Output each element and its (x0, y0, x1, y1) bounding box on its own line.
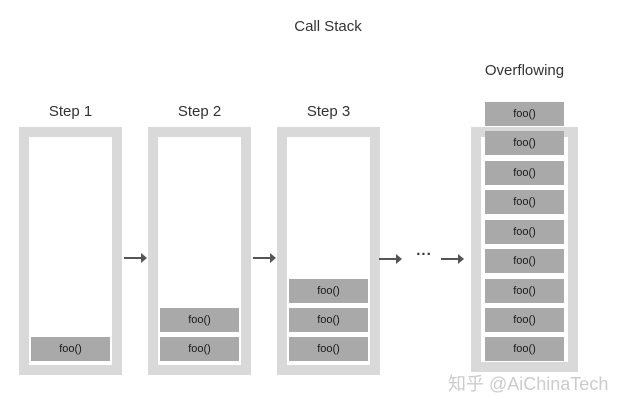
stack-frame-block: foo() (31, 337, 110, 361)
step2-label: Step 2 (177, 103, 222, 120)
arrow-head (270, 253, 276, 263)
step1-label: Step 1 (48, 103, 93, 120)
stack-frame-block: foo() (485, 161, 564, 185)
arrow-head (458, 254, 464, 264)
stack-frame-block: foo() (160, 308, 239, 332)
arrow-shaft (124, 257, 142, 259)
arrow-shaft (441, 258, 459, 260)
zhihu-watermark: 知乎 @AiChinaTech (448, 374, 609, 394)
ellipsis-continuation: ... (416, 242, 432, 259)
overflowing-stack-container: foo() foo() foo() foo() foo() foo() foo(… (471, 92, 578, 375)
arrow-right-icon (124, 253, 147, 263)
stack-frame-block: foo() (160, 337, 239, 361)
stack-frame-block: foo() (485, 249, 564, 273)
stack-frame-block: foo() (485, 131, 564, 155)
arrow-right-icon (441, 254, 464, 264)
stack-frame-block: foo() (289, 308, 368, 332)
arrow-right-icon (253, 253, 276, 263)
arrow-head (141, 253, 147, 263)
stack-frame-block: foo() (485, 190, 564, 214)
overflowing-label: Overflowing (484, 62, 565, 79)
stack-frame-block-overflowed: foo() (485, 102, 564, 126)
stack-frame-block: foo() (485, 308, 564, 332)
arrow-shaft (253, 257, 271, 259)
arrow-right-icon (379, 254, 402, 264)
arrow-shaft (379, 258, 397, 260)
step3-stack-container: foo() foo() foo() (277, 127, 380, 375)
stack-frame-block: foo() (485, 279, 564, 303)
stack-frame-block: foo() (485, 337, 564, 361)
diagram-title: Call Stack (294, 18, 362, 35)
arrow-head (396, 254, 402, 264)
step3-label: Step 3 (306, 103, 351, 120)
step2-stack-container: foo() foo() (148, 127, 251, 375)
step1-stack-container: foo() (19, 127, 122, 375)
stack-frame-block: foo() (289, 337, 368, 361)
stack-frame-block: foo() (485, 220, 564, 244)
stack-frame-block: foo() (289, 279, 368, 303)
